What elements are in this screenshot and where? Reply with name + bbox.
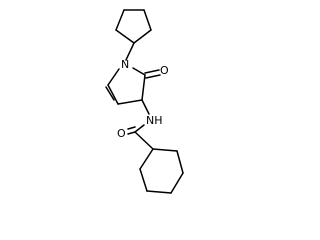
nh-carbonyl-bond — [134, 124, 145, 133]
pyrrolinone-ring — [105, 67, 146, 105]
amide-double-bond — [127, 126, 136, 135]
ring-nitrogen-label: N — [121, 58, 129, 71]
cyclohexyl-ring — [139, 148, 184, 194]
ketone-oxygen-label: O — [160, 64, 169, 77]
amide-oxygen-label: O — [117, 127, 126, 140]
c3-nh-bond — [141, 99, 150, 115]
n-cyclopentyl-bond — [125, 42, 135, 61]
cyclopentyl-ring — [115, 9, 152, 44]
structure-diagram: N O NH O — [105, 9, 184, 194]
molecule-canvas: N O NH O — [105, 9, 184, 194]
ketone-double-bond — [144, 69, 161, 79]
amide-nh-label: NH — [146, 114, 163, 127]
carbonyl-cyclohexyl-bond — [134, 131, 154, 150]
